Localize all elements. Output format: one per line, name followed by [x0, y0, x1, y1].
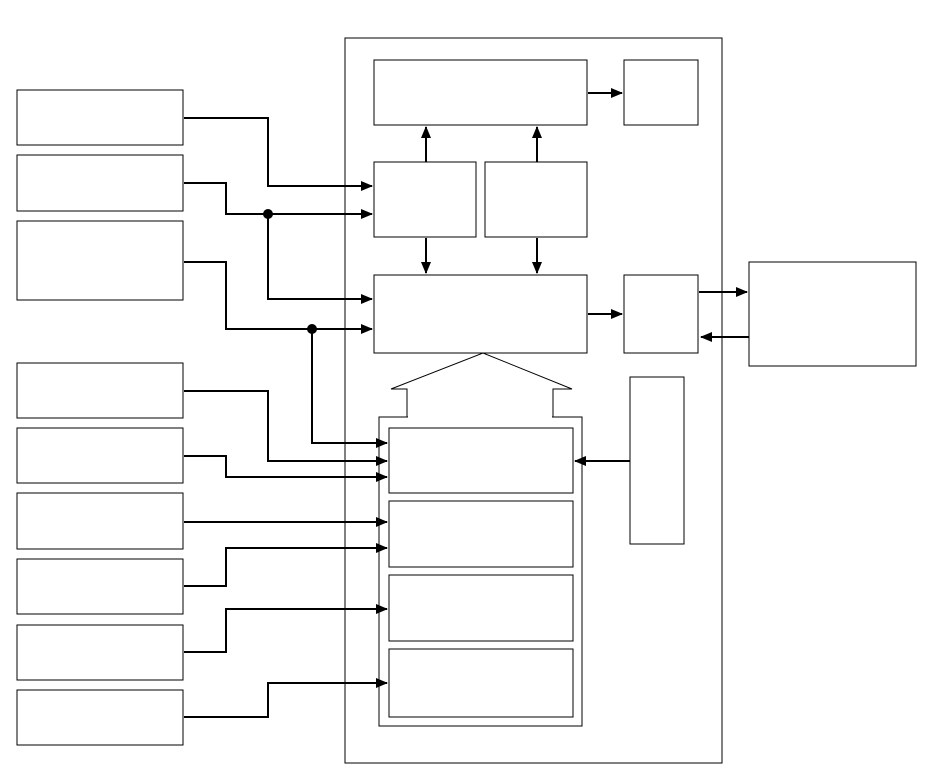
external-right-block: [748, 261, 917, 367]
junction-dot-1: [263, 209, 273, 219]
top-right-small-block: [623, 59, 699, 126]
mid-left-block: [373, 161, 477, 238]
wire-input-9: [184, 678, 388, 718]
wire-input-5: [184, 455, 388, 482]
input-block-1: [16, 89, 184, 146]
wire-input-2: [184, 182, 373, 219]
hollow-up-arrow: [390, 352, 573, 418]
top-wide-block: [373, 59, 588, 126]
wire-input-4: [184, 390, 388, 466]
wire-input-1: [184, 117, 373, 191]
input-block-7: [16, 558, 184, 615]
stack-item-2: [388, 500, 574, 568]
stack-item-1: [388, 427, 574, 494]
input-block-5: [16, 427, 184, 484]
left-input-blocks: [16, 89, 184, 746]
mid-right-block: [484, 161, 588, 238]
junction-dot-2: [307, 324, 317, 334]
input-block-9: [16, 689, 184, 746]
internal-arrows: [421, 88, 749, 466]
input-block-3: [16, 220, 184, 301]
center-right-block: [623, 274, 699, 354]
wire-input-8: [184, 604, 388, 653]
wire-input-3: [184, 261, 373, 334]
input-wires: [184, 117, 388, 718]
wire-input-3-branch: [311, 329, 388, 448]
wire-input-2-branch: [267, 214, 373, 304]
side-vertical-block: [629, 376, 685, 545]
wire-input-7: [184, 543, 388, 587]
stack-item-3: [388, 574, 574, 642]
input-block-6: [16, 492, 184, 550]
center-wide-block: [373, 274, 588, 354]
stack-item-4: [388, 648, 574, 718]
input-block-4: [16, 362, 184, 419]
input-block-2: [16, 154, 184, 212]
input-block-8: [16, 624, 184, 681]
